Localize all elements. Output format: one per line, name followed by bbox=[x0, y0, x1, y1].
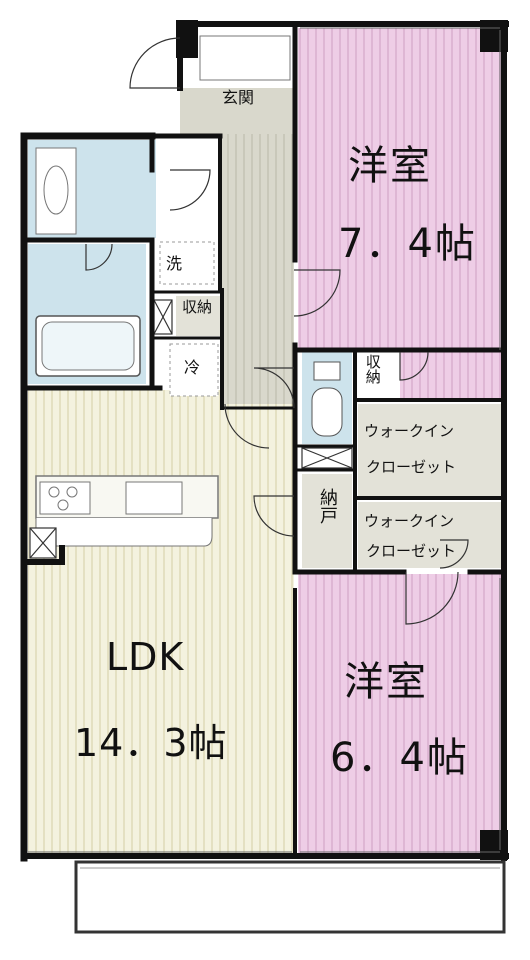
nando-label: 納戸 bbox=[317, 488, 338, 524]
genkan-label: 玄関 bbox=[222, 88, 255, 107]
walls bbox=[20, 21, 509, 862]
wic2-line1: ウォークイン bbox=[364, 512, 455, 530]
storage2-label: 収納 bbox=[363, 354, 382, 384]
pipe-shaft-2 bbox=[29, 527, 57, 559]
pipe-shaft-1 bbox=[153, 299, 173, 335]
pipe-shaft-3 bbox=[301, 447, 353, 469]
ldk-size: 14．3帖 bbox=[74, 721, 228, 765]
wic1-floor bbox=[358, 404, 502, 496]
door-swings bbox=[85, 37, 469, 625]
bedroom2-name: 洋室 bbox=[344, 659, 428, 705]
bedroom2-size: 6．4帖 bbox=[330, 735, 469, 781]
storage1-label: 収納 bbox=[182, 298, 213, 316]
ldk-floor bbox=[28, 390, 294, 854]
wic2-line2: クローゼット bbox=[366, 542, 457, 560]
washer-spot bbox=[159, 241, 215, 285]
balcony bbox=[74, 860, 506, 934]
sink bbox=[125, 481, 183, 515]
fridge-space bbox=[169, 343, 219, 397]
wash-label: 洗 bbox=[166, 254, 183, 273]
stove bbox=[39, 481, 91, 515]
genkan-floor bbox=[180, 88, 294, 134]
fridge-label: 冷 bbox=[184, 358, 201, 377]
bedroom1-floor bbox=[298, 28, 502, 350]
hallway-floor bbox=[220, 134, 294, 404]
pillar bbox=[480, 20, 508, 52]
washbasin bbox=[35, 147, 77, 235]
wic1-line2: クローゼット bbox=[366, 458, 457, 476]
storage1-floor bbox=[176, 296, 220, 336]
bedroom1-name: 洋室 bbox=[348, 143, 432, 189]
bedroom2-floor bbox=[298, 574, 502, 854]
pillar bbox=[176, 20, 198, 58]
pillar bbox=[480, 830, 508, 860]
wic1-line1: ウォークイン bbox=[364, 422, 455, 440]
ldk-name: LDK bbox=[106, 635, 185, 679]
bedroom1-size: 7．4帖 bbox=[338, 221, 477, 267]
nando-floor bbox=[302, 474, 352, 568]
wic2-floor bbox=[358, 502, 502, 568]
